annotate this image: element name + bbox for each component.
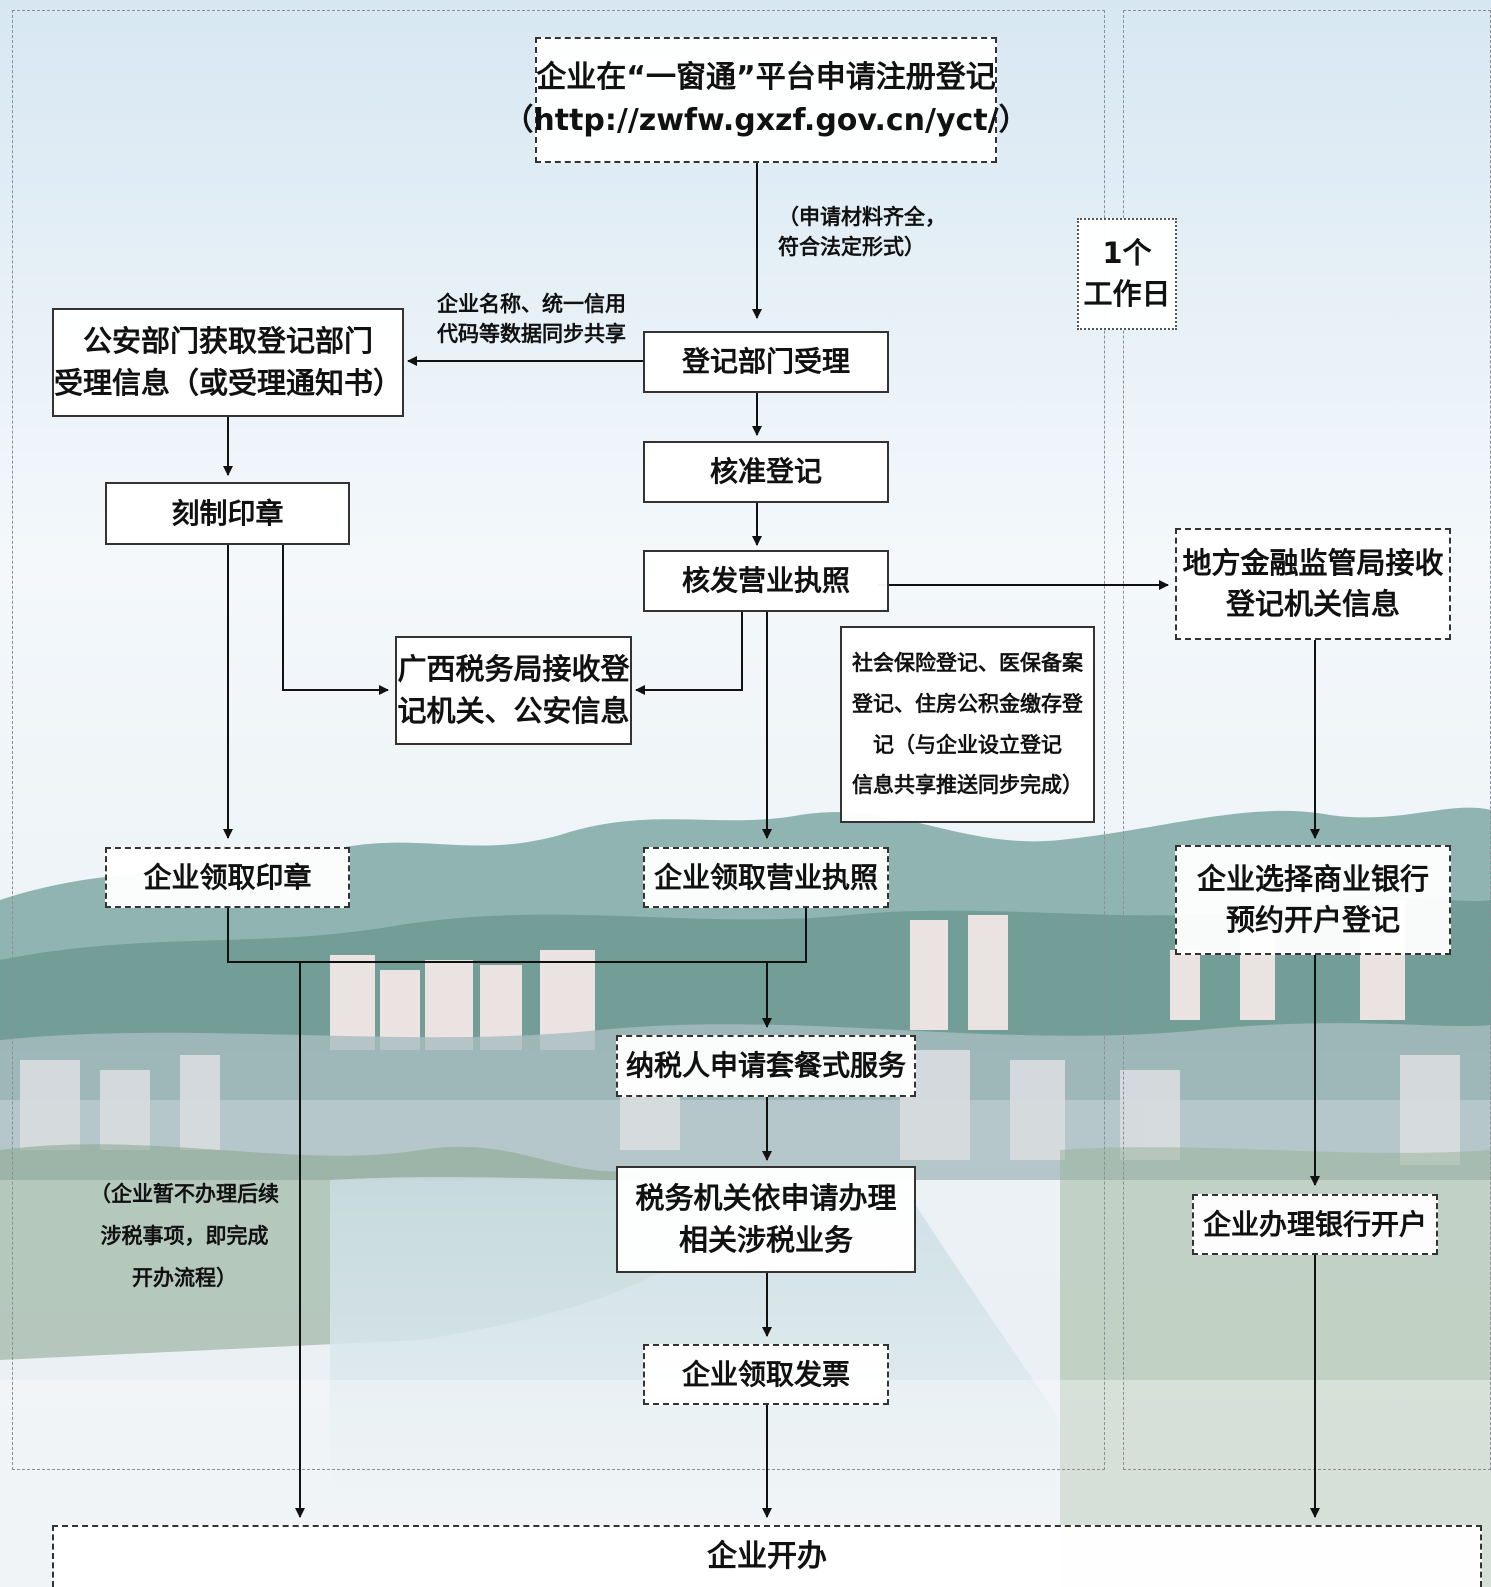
tax-receive-line1: 广西税务局接收登 (397, 652, 630, 687)
node-seal-pickup: 企业领取印章 (105, 847, 350, 908)
sync-line1: 企业名称、统一信用 (437, 292, 626, 316)
node-tax-receive: 广西税务局接收登 记机关、公安信息 (395, 636, 632, 745)
finance-line2: 登记机关信息 (1225, 587, 1400, 621)
main-process-region (12, 10, 1105, 1470)
node-social-insurance: 社会保险登记、医保备案 登记、住房公积金缴存登 记（与企业设立登记 信息共享推送… (840, 626, 1095, 823)
node-bank-select: 企业选择商业银行 预约开户登记 (1175, 845, 1451, 955)
apply-line1: 企业在“一窗通”平台申请注册登记 (536, 60, 996, 96)
social-line4: 信息共享推送同步完成） (852, 773, 1083, 798)
approve-label: 核准登记 (709, 455, 822, 489)
node-bank-open: 企业办理银行开户 (1192, 1194, 1438, 1255)
badge-one-workday: 1个 工作日 (1077, 218, 1177, 330)
node-carve-seal: 刻制印章 (105, 482, 350, 545)
social-line3: 记（与企业设立登记 (873, 732, 1062, 757)
node-license-pickup: 企业领取营业执照 (643, 847, 889, 908)
social-line1: 社会保险登记、医保备案 (852, 650, 1083, 675)
node-invoice-pickup: 企业领取发票 (643, 1344, 889, 1405)
license-label: 核发营业执照 (681, 564, 850, 598)
invoice-label: 企业领取发票 (681, 1357, 850, 1391)
no-tax-line2: 涉税事项，即完成 (100, 1224, 269, 1248)
workday-line1: 1个 (1102, 235, 1152, 270)
sync-line2: 代码等数据同步共享 (437, 321, 626, 346)
merge-picks-line (227, 908, 807, 963)
bank-open-label: 企业办理银行开户 (1202, 1207, 1427, 1241)
police-line1: 公安部门获取登记部门 (83, 324, 374, 359)
note-materials-complete: （申请材料齐全， 符合法定形式） (778, 203, 946, 263)
node-apply-registration: 企业在“一窗通”平台申请注册登记 （http://zwfw.gxzf.gov.c… (503, 37, 1029, 163)
tax-receive-line2: 记机关、公安信息 (397, 693, 630, 728)
materials-line1: （申请材料齐全， (778, 205, 946, 229)
tax-handle-line2: 相关涉税业务 (678, 1222, 853, 1257)
no-tax-line1: （企业暂不办理后续 (90, 1182, 279, 1206)
node-accept: 登记部门受理 (643, 331, 889, 393)
tax-handle-line1: 税务机关依申请办理 (635, 1181, 897, 1216)
taxpayer-label: 纳税人申请套餐式服务 (625, 1049, 906, 1083)
license-pick-label: 企业领取营业执照 (653, 860, 878, 894)
bank-select-line1: 企业选择商业银行 (1196, 861, 1429, 896)
node-taxpayer-package: 纳税人申请套餐式服务 (616, 1035, 916, 1097)
social-line2: 登记、住房公积金缴存登 (852, 691, 1083, 716)
bank-select-line2: 预约开户登记 (1225, 903, 1400, 937)
node-tax-handle: 税务机关依申请办理 相关涉税业务 (616, 1166, 916, 1273)
accept-label: 登记部门受理 (681, 345, 850, 379)
workday-line2: 工作日 (1083, 277, 1171, 311)
final-label: 企业开办 (707, 1538, 827, 1574)
note-no-tax-matters: （企业暂不办理后续 涉税事项，即完成 开办流程） (90, 1173, 279, 1299)
arrow-license-to-tax (635, 612, 743, 695)
finance-line1: 地方金融监管局接收 (1182, 545, 1444, 580)
carve-label: 刻制印章 (171, 496, 284, 530)
apply-line2: （http://zwfw.gxzf.gov.cn/yct/） (503, 103, 1029, 138)
node-finance-bureau: 地方金融监管局接收 登记机关信息 (1175, 528, 1451, 640)
node-issue-license: 核发营业执照 (643, 550, 889, 612)
seal-pick-label: 企业领取印章 (143, 860, 312, 894)
police-line2: 受理信息（或受理通知书） (54, 365, 403, 400)
arrow-carve-to-tax (282, 545, 389, 695)
no-tax-line3: 开办流程） (132, 1266, 237, 1290)
node-enterprise-opening: 企业开办 (52, 1525, 1482, 1587)
node-police-info: 公安部门获取登记部门 受理信息（或受理通知书） (52, 308, 404, 417)
node-approve: 核准登记 (643, 441, 889, 503)
note-data-sync: 企业名称、统一信用 代码等数据同步共享 (437, 290, 626, 350)
materials-line2: 符合法定形式） (778, 234, 925, 259)
